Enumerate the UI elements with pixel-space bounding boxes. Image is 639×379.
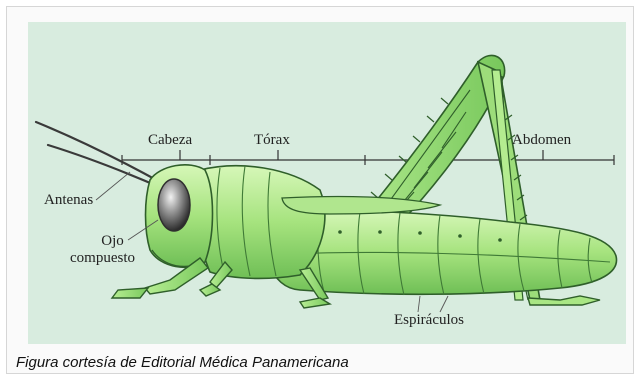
label-head: Cabeza	[148, 132, 192, 149]
label-spiracles: Espiráculos	[394, 312, 464, 329]
label-thorax: Tórax	[254, 132, 290, 149]
label-eye-line1: Ojo	[76, 233, 135, 250]
figure-caption: Figura cortesía de Editorial Médica Pana…	[16, 354, 349, 371]
label-abdomen: Abdomen	[512, 132, 571, 149]
label-antennae: Antenas	[44, 192, 93, 209]
label-eye-line2: compuesto	[70, 250, 135, 267]
label-compound-eye: Ojo compuesto	[76, 233, 135, 267]
head	[146, 165, 213, 268]
compound-eye	[158, 179, 190, 231]
